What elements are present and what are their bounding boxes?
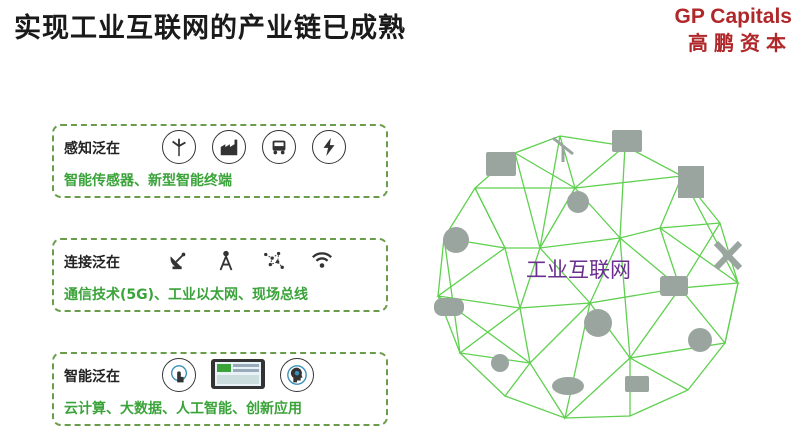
watch-icon	[567, 191, 589, 213]
monitor-tower-icon	[612, 130, 642, 152]
game-controller-icon	[434, 298, 464, 316]
wind-turbine-icon	[162, 130, 196, 164]
brand-name-en: GP Capitals	[674, 5, 793, 28]
truck-icon	[262, 130, 296, 164]
network-globe	[434, 130, 743, 420]
card-perception: 感知泛在 智能传感器、新型智能终端	[52, 124, 388, 198]
page-title: 实现工业互联网的产业链已成熟	[14, 13, 406, 44]
globe-label: 工业互联网	[526, 258, 631, 282]
camera-icon	[660, 276, 688, 296]
bio-icon	[584, 309, 612, 337]
network-nodes-icon	[258, 244, 290, 276]
id-card-icon	[486, 152, 516, 176]
brand-name-cn: 高鹏资本	[688, 31, 792, 55]
card-label: 感知泛在	[64, 141, 120, 157]
card-desc: 通信技术(5G)、工业以太网、现场总线	[64, 287, 309, 303]
globe-icon	[443, 227, 469, 253]
wind-turbine-icon	[552, 136, 574, 162]
tools-icon	[713, 240, 743, 271]
money-bag-icon	[688, 328, 712, 352]
music-note-icon	[491, 354, 509, 372]
touch-finger-icon	[162, 358, 196, 392]
lightning-icon	[312, 130, 346, 164]
antenna-tower-icon	[210, 244, 242, 276]
factory-icon	[212, 130, 246, 164]
brain-head-icon	[280, 358, 314, 392]
card-intelligence: 智能泛在 云计算、大数据、人工智能、创新应用	[52, 352, 388, 426]
card-desc: 云计算、大数据、人工智能、创新应用	[64, 401, 302, 417]
card-desc: 智能传感器、新型智能终端	[64, 173, 232, 189]
tablet-dashboard-icon	[210, 358, 266, 390]
card-label: 连接泛在	[64, 255, 120, 271]
wifi-icon	[306, 244, 338, 276]
buildings-icon	[678, 166, 704, 198]
coffee-cup-icon	[552, 377, 584, 395]
card-label: 智能泛在	[64, 369, 120, 385]
card-connectivity: 连接泛在 通信技术(5G)、工业以太网、现场总线	[52, 238, 388, 312]
satellite-dish-icon	[162, 244, 194, 276]
brand-logo: GP Capitals 高鹏资本	[675, 4, 793, 56]
person-laptop-icon	[625, 376, 649, 392]
